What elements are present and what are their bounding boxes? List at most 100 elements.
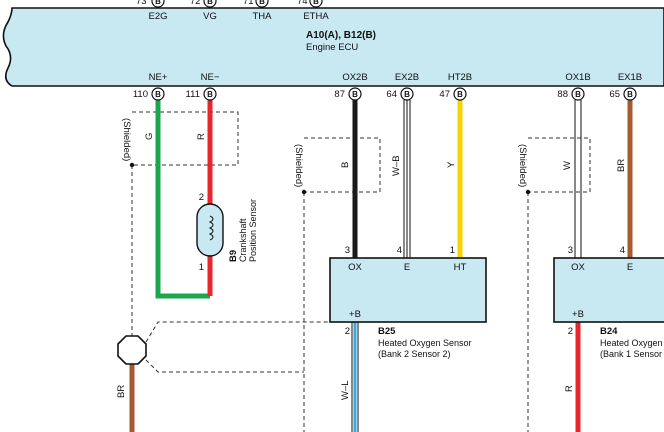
wire-code-ox2b: B <box>340 162 351 168</box>
shield-dots <box>129 162 531 195</box>
connector-badge <box>453 87 467 101</box>
ecu-pin-ht2b: 47 B <box>439 87 467 101</box>
sensor-b24-power-label: +B <box>572 309 584 320</box>
sensor-b25-pin-label: E <box>404 262 410 273</box>
ecu-pin-label-ht2b: HT2B <box>448 72 472 83</box>
sensor-b24-pin-num: 3 <box>568 245 573 256</box>
connector-badge <box>255 0 269 8</box>
connector-badge <box>151 87 165 101</box>
wire-code-ox1b: W <box>562 161 573 170</box>
wire-code-ex2b: W–B <box>391 155 402 176</box>
ecu-pin-num: 88 <box>557 89 568 100</box>
sensor-b25-name: Heated Oxygen Sensor <box>378 338 472 348</box>
ecu-top-pin-label: THA <box>253 11 273 22</box>
crank-sensor-name-line1: Crankshaft <box>238 218 248 262</box>
ecu-top-pin-num: 71 <box>243 0 254 7</box>
ecu-top-pin-label: VG <box>203 11 217 22</box>
sensor-b24-id: B24 <box>600 326 618 337</box>
ecu-pin-label-ox2b: OX2B <box>342 72 367 83</box>
sensor-b25-pin-label: OX <box>348 262 362 273</box>
connector-badge-letter: B <box>207 90 213 99</box>
wire-code-ground: BR <box>116 385 127 398</box>
ecu-pin-label-ne-plus: NE+ <box>149 72 168 83</box>
connector-badge <box>203 87 217 101</box>
wire-b25-power <box>351 322 359 432</box>
ecu-pin-num: 64 <box>386 89 397 100</box>
ecu-top-pin-label: ETHA <box>303 11 329 22</box>
sensor-b24-sub: (Bank 1 Sensor 2) <box>600 349 664 359</box>
connector-badge-letter: B <box>404 90 410 99</box>
shield-label-b24: (Shielded) <box>517 144 528 187</box>
connector-badge <box>203 0 217 8</box>
wire-ne-plus <box>155 100 210 299</box>
wire-code-ne-minus: R <box>196 133 207 140</box>
wire-code-ex1b: BR <box>616 159 627 172</box>
ecu-pin-num: 110 <box>133 89 148 100</box>
sensor-b25-pin-label: HT <box>454 262 467 273</box>
ecu-pin-label-ex1b: EX1B <box>618 72 642 83</box>
sensor-b25-id: B25 <box>378 326 396 337</box>
connector-badge-letter: B <box>352 90 358 99</box>
ecu-pin-ox1b: 88 B <box>557 87 585 101</box>
ecu-pin-ne-minus: 111 B <box>186 87 217 101</box>
coil-icon <box>208 215 214 241</box>
ecu-top-pin-label: E2G <box>148 11 167 22</box>
ecu-pin-label-ox1b: OX1B <box>565 72 590 83</box>
ecu-top-pin-num: 72 <box>190 0 201 7</box>
ecu-pin-num: 47 <box>439 89 450 100</box>
crank-sensor-name-line2: Position Sensor <box>248 199 258 262</box>
sensor-b24-body <box>553 257 664 323</box>
ecu-pin-num: 65 <box>609 89 620 100</box>
sensor-b25-sub: (Bank 2 Sensor 2) <box>378 349 451 359</box>
crank-sensor-pin-top: 2 <box>199 192 204 203</box>
connector-badge-letter: B <box>207 0 213 6</box>
ecu-subtitle: Engine ECU <box>306 42 358 53</box>
crank-sensor-body <box>196 203 224 257</box>
ecu-pin-ne-plus: 110 B <box>133 87 165 101</box>
shield-label-crank: (Shielded) <box>121 118 132 161</box>
sensor-b24: 3 4 OX E +B 2 B24 Heated Oxygen Sensor (… <box>553 245 664 359</box>
connector-badge <box>571 87 585 101</box>
sensor-b25-pin-num: 3 <box>345 245 350 256</box>
connector-badge-letter: B <box>457 90 463 99</box>
wire-code-ne-plus: G <box>144 133 155 140</box>
sensor-b25-pin-num: 1 <box>450 245 455 256</box>
sensor-b25-body <box>329 257 487 323</box>
sensor-b25-power-pin-num: 2 <box>345 326 350 337</box>
connector-badge-letter: B <box>259 0 265 6</box>
connector-badge <box>151 0 165 8</box>
connector-badge-letter: B <box>155 0 161 6</box>
ecu-pin-ex1b: 65 B <box>609 87 637 101</box>
ecu-title: A10(A), B12(B) <box>306 30 376 41</box>
crank-sensor-pin-bottom: 1 <box>199 262 204 273</box>
connector-badge-letter: B <box>313 0 319 6</box>
engine-ecu: A10(A), B12(B) Engine ECU 73 B E2G 72 B … <box>2 0 664 87</box>
crank-sensor-id: B9 <box>228 250 239 262</box>
shield-lines <box>131 111 591 432</box>
connector-badge <box>348 87 362 101</box>
connector-badge <box>309 0 323 8</box>
connector-badge-letter: B <box>627 90 633 99</box>
connector-badge-letter: B <box>155 90 161 99</box>
wire-ox1b <box>574 100 582 258</box>
sensor-b24-pin-label: E <box>627 262 633 273</box>
connector-badge <box>400 87 414 101</box>
sensor-b24-name: Heated Oxygen Sensor <box>600 338 664 348</box>
sensor-b25-pin-num: 4 <box>397 245 402 256</box>
wire-code-ht2b: Y <box>446 161 457 168</box>
sensor-b25: 3 4 1 OX E HT +B 2 B25 Heated Oxygen Sen… <box>329 245 487 359</box>
wire-ex2b <box>403 100 411 258</box>
ecu-pin-ox2b: 87 B <box>334 87 362 101</box>
wire-code-b25-power: W–L <box>340 380 351 400</box>
ecu-top-pin-num: 73 <box>136 0 147 7</box>
connector-badge <box>623 87 637 101</box>
wire-code-b24-power: R <box>564 385 575 392</box>
sensor-b24-pin-label: OX <box>571 262 585 273</box>
ecu-body <box>2 7 664 87</box>
ecu-pin-num: 87 <box>334 89 345 100</box>
ecu-pin-label-ne-minus: NE− <box>201 72 220 83</box>
sensor-b24-power-pin-num: 2 <box>568 326 573 337</box>
crankshaft-position-sensor: 2 1 B9 Crankshaft Position Sensor <box>196 192 258 273</box>
ecu-pin-num: 111 <box>186 89 200 100</box>
